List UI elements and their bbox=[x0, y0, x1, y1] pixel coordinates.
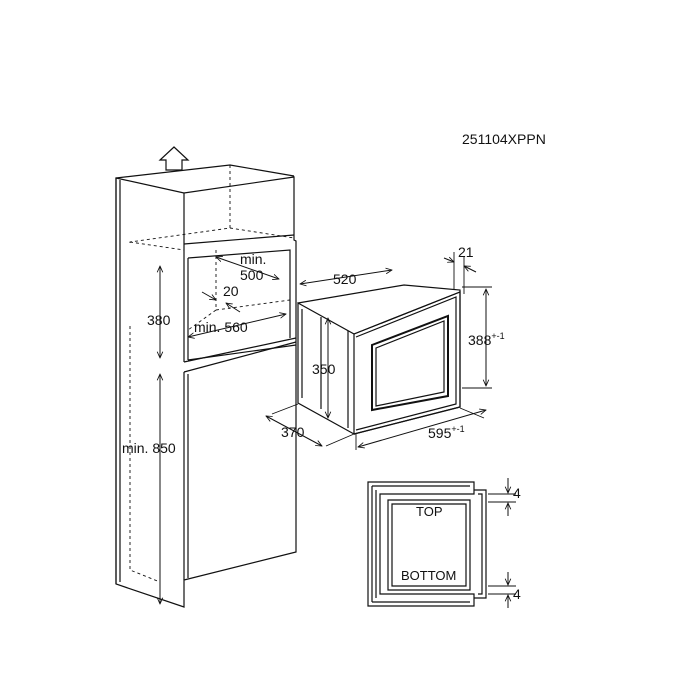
label-top: TOP bbox=[416, 504, 443, 519]
dim-370: 370 bbox=[281, 424, 305, 440]
dim-380: 380 bbox=[147, 312, 171, 328]
dim-20: 20 bbox=[223, 283, 239, 299]
dim-350: 350 bbox=[312, 361, 336, 377]
model-code: 251104XPPN bbox=[462, 131, 546, 147]
cabinet-drawing: 380 min. 500 20 min. 560 min. 850 bbox=[115, 146, 297, 608]
label-bottom: BOTTOM bbox=[401, 568, 456, 583]
ventilation-arrow-icon bbox=[158, 146, 190, 171]
dim-595: 595+-1 bbox=[428, 424, 465, 441]
dim-388: 388+-1 bbox=[468, 331, 505, 348]
dim-min-560: min. 560 bbox=[194, 319, 248, 335]
dim-4-top: 4 bbox=[513, 485, 521, 501]
dim-21: 21 bbox=[458, 244, 474, 260]
dim-min-850: min. 850 bbox=[122, 440, 176, 456]
appliance-drawing: 520 21 350 388+-1 370 595+-1 bbox=[266, 244, 505, 450]
dim-min-500-a: min. bbox=[240, 251, 266, 267]
dim-min-500-b: 500 bbox=[240, 267, 264, 283]
dim-4-bottom: 4 bbox=[513, 586, 521, 602]
section-detail: TOP BOTTOM 4 4 bbox=[367, 478, 521, 608]
dim-520: 520 bbox=[333, 271, 357, 287]
